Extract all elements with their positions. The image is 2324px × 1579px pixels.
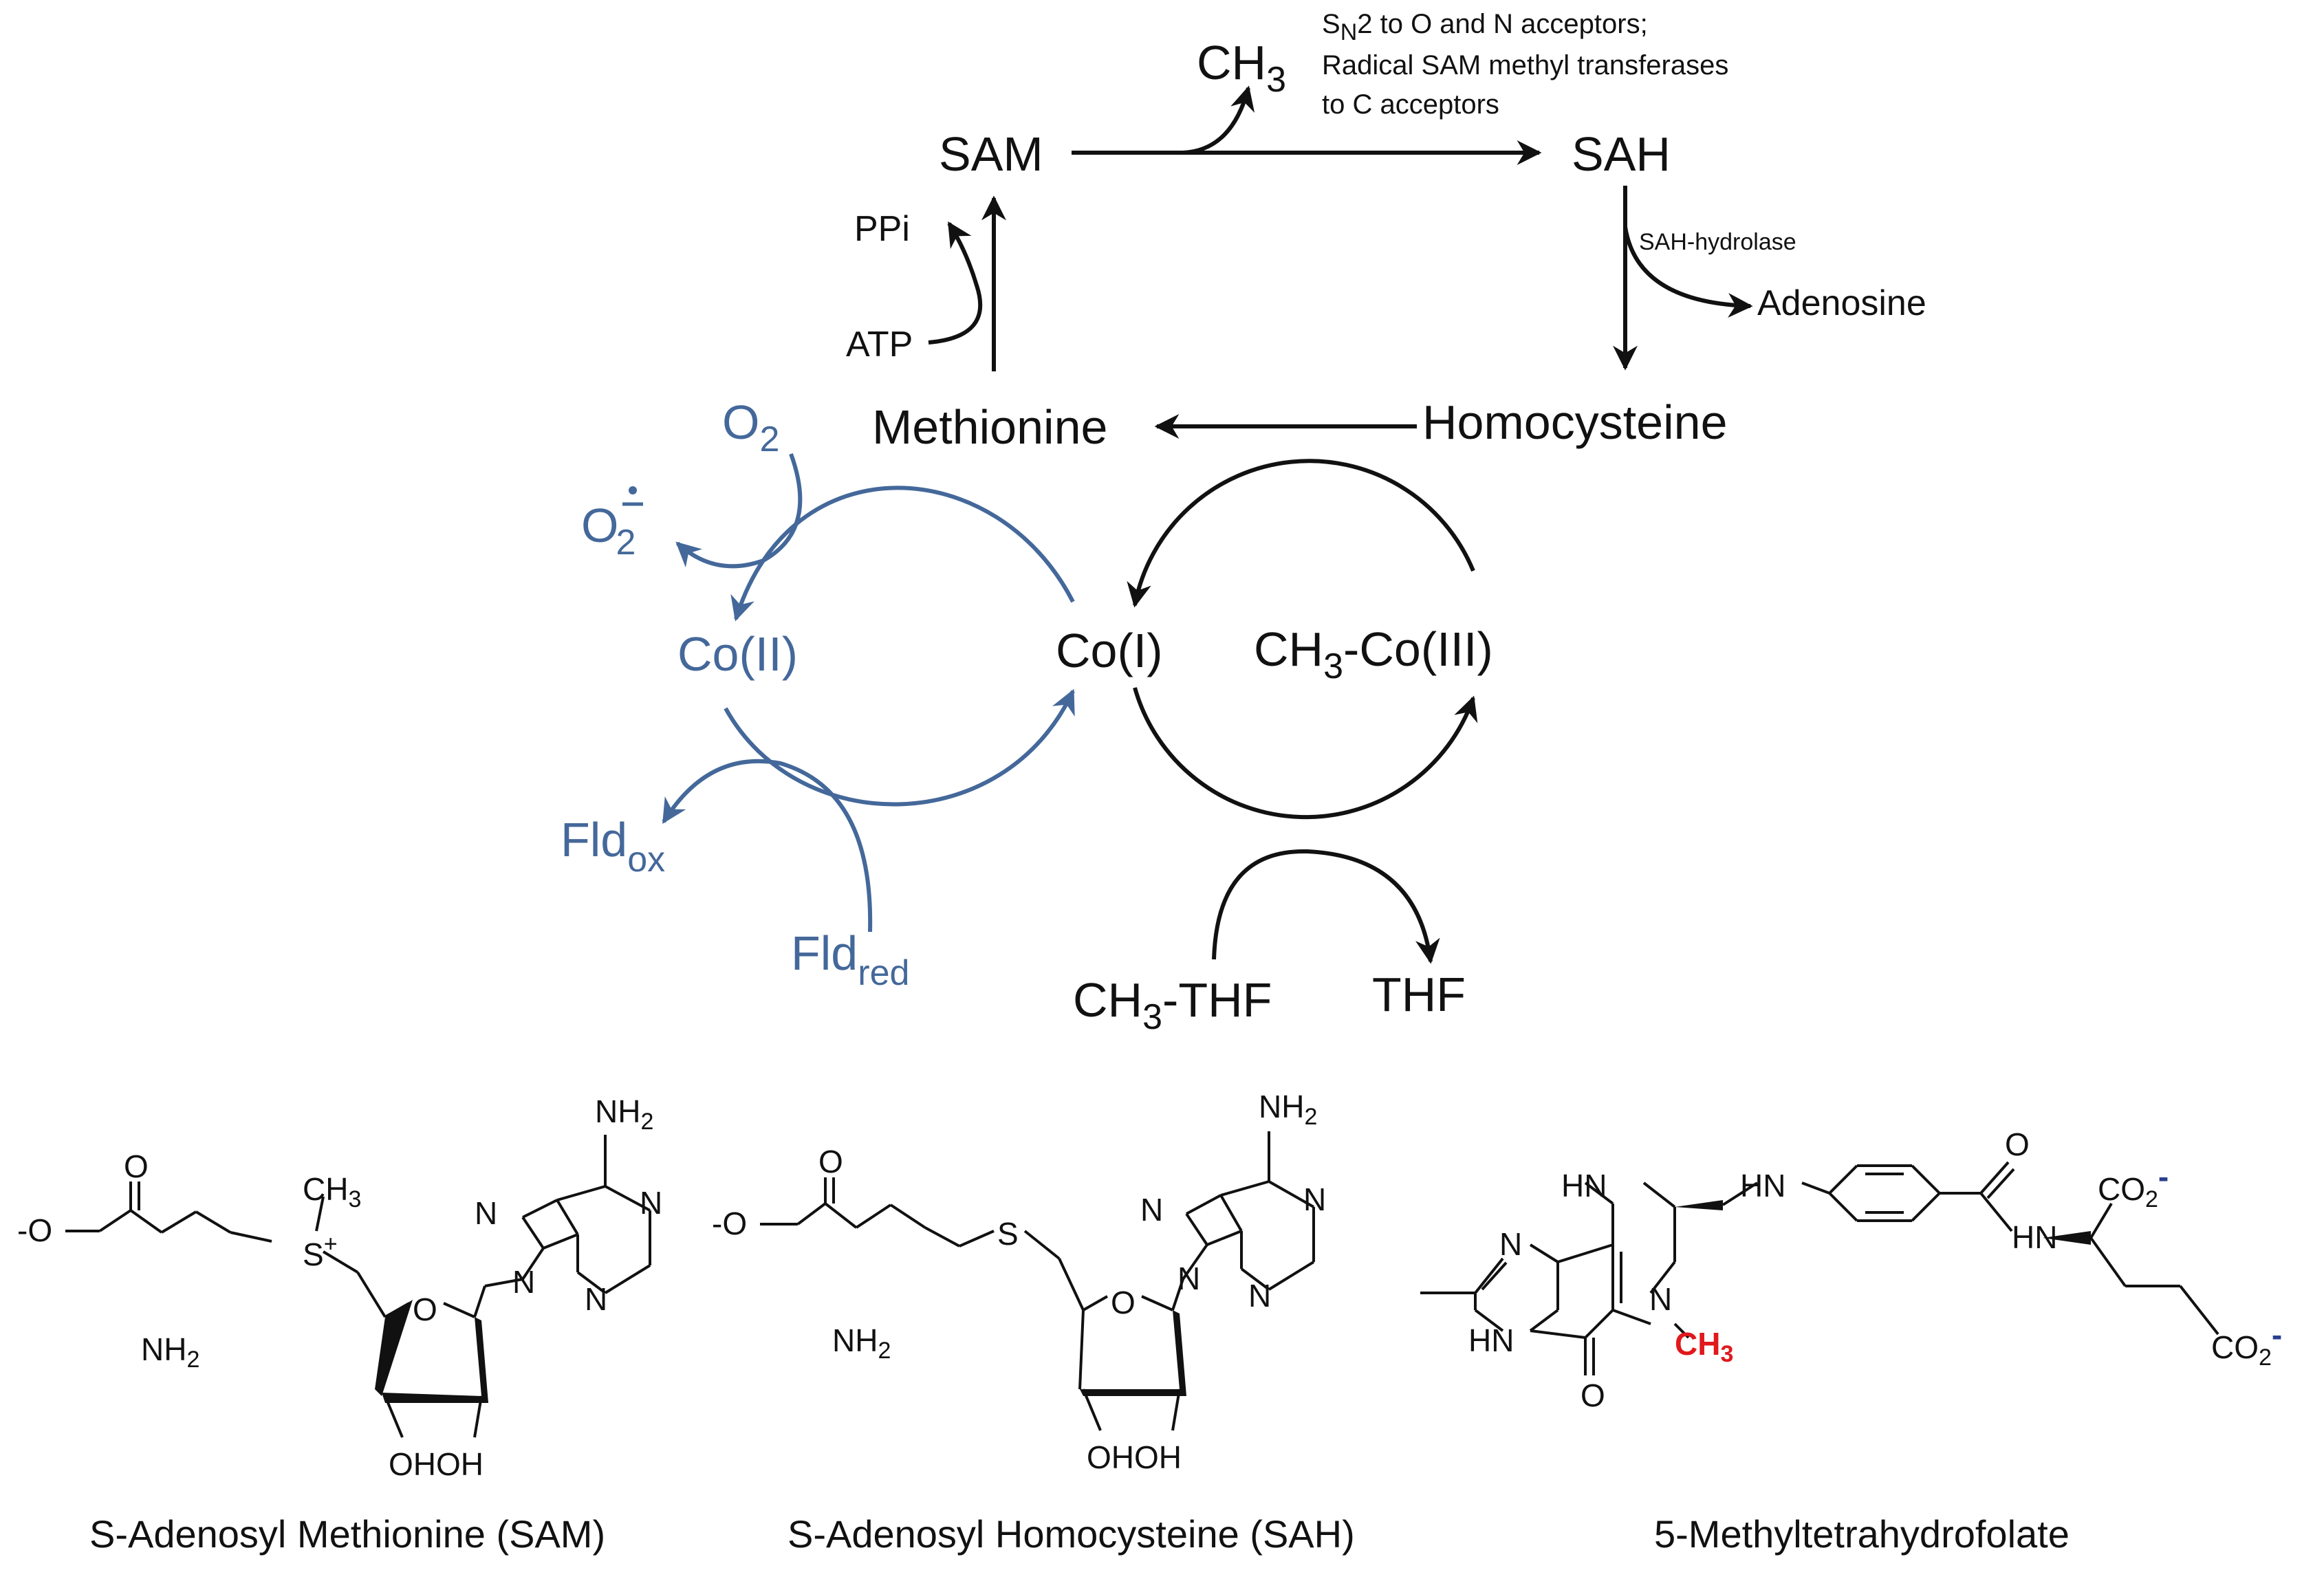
label-thf: THF [1372,968,1466,1021]
svg-text:N: N [1499,1226,1522,1262]
svg-text:OHOH: OHOH [389,1446,484,1482]
label-sam: SAM [939,127,1043,181]
label-fld-ox: Fldox [561,813,665,880]
svg-text:-O: -O [17,1212,52,1248]
blue-arrows [662,453,1075,933]
label-o2: O2 [722,395,779,459]
ch3-release-arrow [1179,85,1255,155]
svg-text:NH2: NH2 [141,1331,199,1373]
label-atp: ATP [846,325,913,364]
label-homocysteine: Homocysteine [1422,395,1728,449]
coii-to-coi-arc-arrow [724,688,1075,807]
svg-text:HN: HN [1468,1322,1514,1358]
atp-ppi-arrow [928,221,983,345]
svg-text:O: O [413,1292,437,1327]
svg-text:-O: -O [712,1206,747,1241]
ch3thf-to-thf-arrow [1212,849,1440,964]
svg-text:O: O [124,1148,149,1184]
svg-text:O: O [1581,1377,1605,1413]
label-superoxide: O2 [581,499,636,563]
label-sah-hydrolase: SAH-hydrolase [1639,229,1796,255]
label-fld-red: Fldred [791,926,909,993]
svg-text:N: N [1649,1281,1672,1317]
mthf-bonds [1420,1161,2219,1375]
svg-text:N: N [512,1264,535,1300]
svg-text:HN: HN [1561,1168,1607,1204]
sam-atoms: -O O NH2 S+ CH3 O N N N N NH2 OHOH [17,1093,662,1482]
svg-text:OHOH: OHOH [1087,1439,1182,1475]
svg-text:HN: HN [1740,1168,1785,1204]
label-ch3-thf: CH3-THF [1073,973,1272,1037]
svg-text:N: N [1303,1181,1326,1217]
svg-text:N: N [1248,1278,1271,1314]
mthf-structure: HN N HN O N CH3 HN O HN CO2- CO2- 5-Meth… [1420,1126,2282,1556]
coiii-bottom-arc-arrow [1133,687,1478,820]
mthf-caption: 5-Methyltetrahydrofolate [1654,1512,2070,1556]
svg-text:N: N [1140,1192,1163,1228]
o2-superoxide-arrow [675,453,803,569]
svg-text:O: O [2005,1126,2030,1162]
sah-structure: -O O NH2 S O N N N N NH2 OHOH S-Adenosyl… [712,1089,1355,1556]
svg-text:CO2-: CO2- [2098,1159,2169,1212]
label-co-i: Co(I) [1056,624,1163,677]
label-co-ii: Co(II) [677,627,798,681]
svg-text:N: N [585,1281,607,1317]
sam-caption: S-Adenosyl Methionine (SAM) [89,1512,605,1556]
svg-text:NH2: NH2 [832,1322,891,1364]
svg-text:O: O [1111,1285,1136,1320]
svg-text:NH2: NH2 [595,1093,653,1135]
svg-text:HN: HN [2012,1219,2057,1255]
svg-text:N: N [640,1185,662,1221]
black-arrows [928,85,1753,964]
sam-bonds [65,1135,651,1438]
fld-redox-arrow [662,759,873,933]
cycle-labels: SAM SAH CH3 SN2 to O and N acceptors; Ra… [846,9,1926,1037]
note-line-1: SN2 to O and N acceptors; [1322,9,1648,45]
svg-text:N: N [1177,1261,1200,1296]
note-line-2: Radical SAM methyl transferases [1322,50,1728,80]
svg-text:CH3: CH3 [1675,1326,1733,1367]
adenosine-release-arrow [1623,226,1753,318]
svg-text:O: O [818,1144,843,1179]
mthf-atoms: HN N HN O N CH3 HN O HN CO2- CO2- [1468,1126,2282,1413]
label-ch3-co-iii: CH3-Co(III) [1254,622,1493,686]
cycle-labels-blue: O2 O2 Co(II) Fldox Fldred [561,395,909,993]
svg-text:CH3: CH3 [303,1171,361,1212]
label-methionine: Methionine [872,400,1107,454]
svg-text:S: S [997,1216,1019,1252]
svg-text:CO2-: CO2- [2211,1317,2282,1371]
svg-text:NH2: NH2 [1259,1089,1317,1130]
label-ch3: CH3 [1197,36,1286,100]
note-line-3: to C acceptors [1322,89,1499,120]
sah-bonds [760,1131,1315,1431]
svg-text:S+: S+ [303,1231,338,1272]
label-adenosine: Adenosine [1757,283,1926,323]
coi-to-coii-arc-arrow [730,486,1075,622]
label-ppi: PPi [854,209,910,249]
svg-text:N: N [475,1195,497,1231]
sam-structure: -O O NH2 S+ CH3 O N N N N NH2 OHOH S-Ade… [17,1093,662,1556]
coi-top-arc-arrow [1127,459,1475,608]
label-sah: SAH [1572,127,1671,181]
sah-atoms: -O O NH2 S O N N N N NH2 OHOH [712,1089,1326,1475]
sah-caption: S-Adenosyl Homocysteine (SAH) [788,1512,1355,1556]
superoxide-radical-dot-icon [629,486,637,494]
